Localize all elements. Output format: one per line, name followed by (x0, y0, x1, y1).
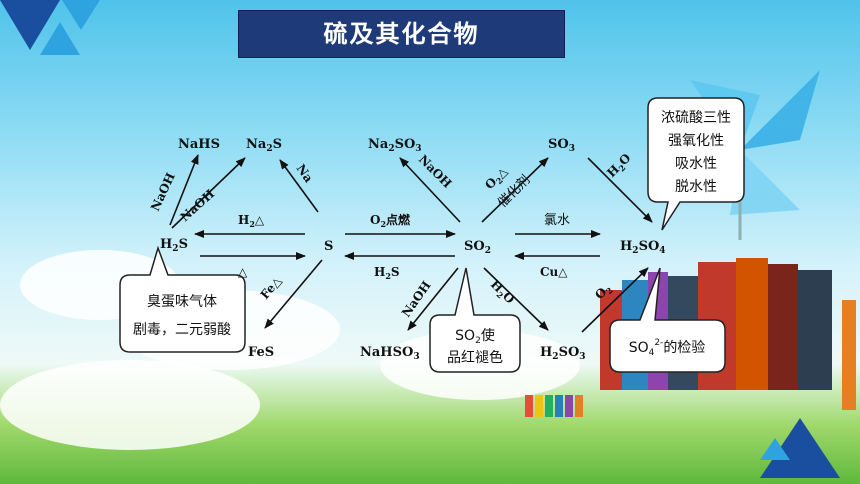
logo-triangle-icon (0, 0, 60, 50)
logo-triangle-icon (40, 22, 80, 55)
node-na2so3: Na2SO3 (368, 137, 422, 154)
label-naoh-4: NaOH (399, 278, 434, 319)
crayon-icon (555, 395, 563, 417)
node-h2so3: H2SO3 (540, 345, 586, 362)
callout-h2so4-line2: 强氧化性 (668, 133, 724, 149)
logo-top-left (0, 0, 100, 55)
node-h2so4: H2SO4 (620, 239, 666, 256)
reaction-arrows (169, 154, 653, 333)
callout-h2s-line1: 臭蛋味气体 (147, 294, 217, 310)
callout-so4-text: SO42-的检验 (629, 338, 706, 358)
callout-so2: SO2使 品红褪色 (429, 267, 521, 373)
label-h2s: H2S (374, 265, 400, 281)
arrow-so2-h2so3 (483, 267, 549, 331)
label-naoh-3: NaOH (416, 152, 455, 191)
label-fe-heat: Fe△ (258, 273, 285, 302)
label-h2-heat: H2△ (238, 213, 265, 229)
pinwheel-blade-icon (740, 70, 820, 150)
crayons-decoration (525, 395, 583, 417)
callout-h2s: 臭蛋味气体 剧毒，二元弱酸 (119, 245, 246, 353)
arrow-so2-so3 (481, 157, 549, 223)
crayon-icon (545, 395, 553, 417)
label-cu-heat: Cu△ (540, 265, 568, 279)
crayon-icon (525, 395, 533, 417)
callout-so2-line2: 品红褪色 (447, 349, 503, 366)
label-o2-burn: O2点燃 (370, 212, 411, 229)
node-nahs: NaHS (178, 137, 220, 152)
label-o2: O2 (592, 281, 615, 304)
callout-h2so4: 浓硫酸三性 强氧化性 吸水性 脱水性 (647, 97, 745, 231)
callout-h2so4-line1: 浓硫酸三性 (661, 110, 731, 126)
callout-h2so4-line3: 吸水性 (675, 156, 717, 172)
label-h2o-1: H2O (604, 151, 635, 182)
crayon-icon (535, 395, 543, 417)
logo-triangle-icon (760, 418, 840, 478)
logo-bottom-right (760, 418, 840, 478)
logo-triangle-icon (62, 0, 100, 30)
book-icon (798, 270, 832, 390)
page-title: 硫及其化合物 (323, 20, 480, 48)
arrow-s-na2s (279, 159, 319, 213)
arrow-h2s-na2s (171, 157, 246, 229)
arrow-h2s-nahs (169, 154, 199, 226)
logo-triangle-icon (760, 438, 790, 460)
book-icon (768, 264, 798, 390)
node-so3: SO3 (548, 137, 575, 154)
callout-so2-line1: SO2使 (455, 327, 495, 346)
node-fes: FeS (248, 345, 274, 360)
callout-h2so4-line4: 脱水性 (675, 179, 717, 195)
arrow-s-fes (264, 259, 323, 329)
callout-so4: SO42-的检验 (609, 267, 726, 373)
arrow-so2-na2so3 (399, 157, 461, 223)
label-h2o-2: H2O (486, 277, 517, 308)
node-h2s: H2S (160, 237, 188, 254)
label-naoh-1: NaOH (148, 171, 178, 214)
node-s: S (324, 239, 333, 254)
title-banner: 硫及其化合物 (238, 10, 565, 58)
arrow-so3-h2so4 (587, 157, 653, 223)
node-so2: SO2 (464, 239, 491, 256)
crayon-icon (565, 395, 573, 417)
arrow-h2so3-h2so4 (581, 267, 649, 333)
cloud (0, 360, 260, 450)
pinwheel-blade-icon (730, 150, 800, 215)
label-na: Na (294, 162, 316, 186)
arrow-so2-nahso3 (407, 267, 459, 331)
pencil-icon (842, 300, 856, 410)
label-heat: △ (238, 265, 248, 279)
book-icon (736, 258, 768, 390)
callout-h2s-line2: 剧毒，二元弱酸 (133, 322, 231, 338)
node-nahso3: NaHSO3 (360, 345, 420, 362)
label-chlorine-water: 氯水 (544, 213, 570, 228)
node-na2s: Na2S (246, 137, 282, 154)
crayon-icon (575, 395, 583, 417)
